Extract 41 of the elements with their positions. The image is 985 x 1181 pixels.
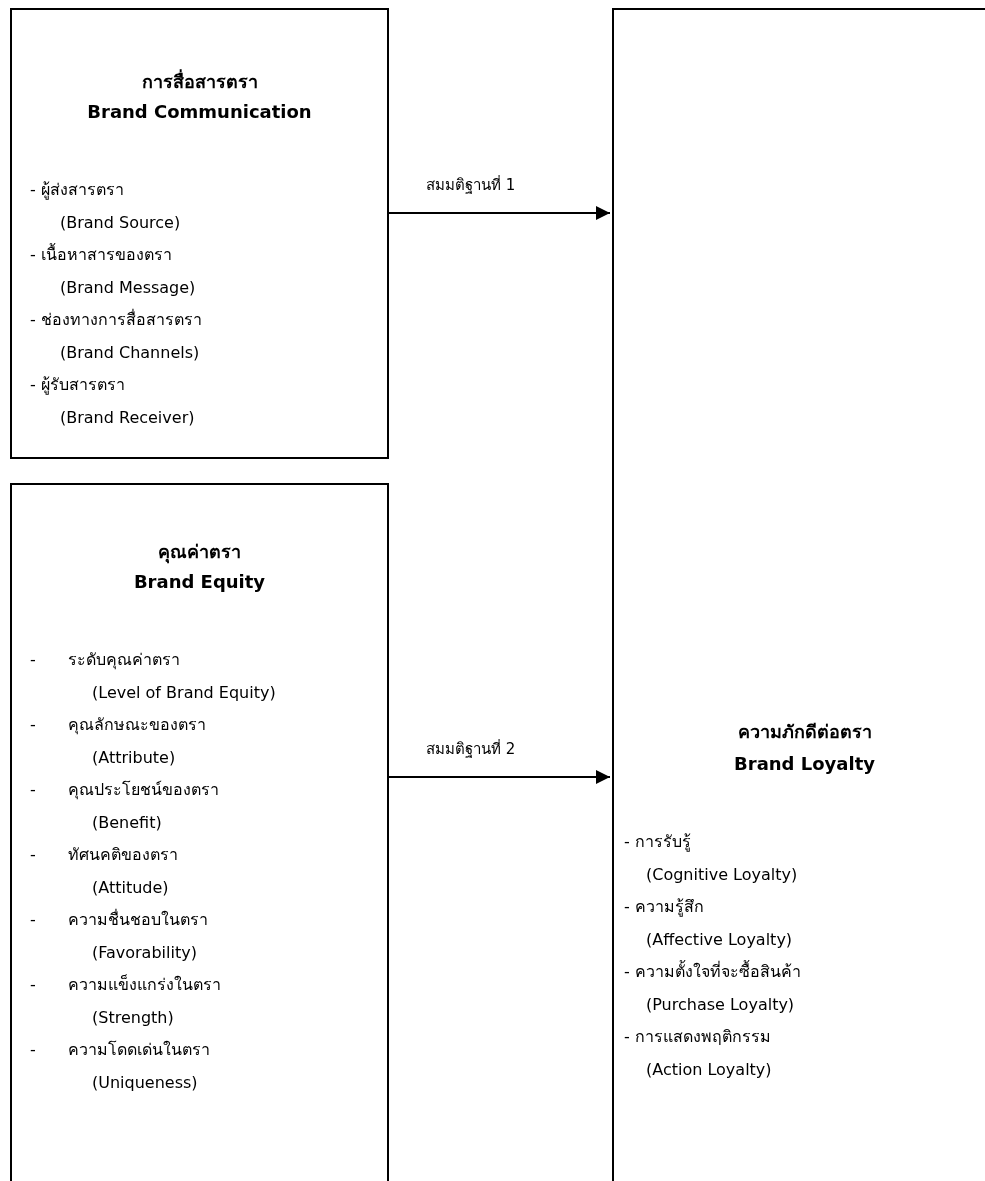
item-label: - ความรู้สึก <box>624 896 704 919</box>
item-english-label: (Level of Brand Equity) <box>92 681 276 704</box>
item-label: - การแสดงพฤติกรรม <box>624 1026 771 1048</box>
box-heading: คุณค่าตรา <box>157 540 242 564</box>
item-english-label: (Attribute) <box>92 746 176 769</box>
box-heading: การสื่อสารตรา <box>140 70 259 94</box>
item-english-label: (Brand Channels) <box>60 341 200 364</box>
item-english-label: (Cognitive Loyalty) <box>646 863 798 886</box>
box-heading: Brand Communication <box>86 100 313 124</box>
item-english-label: (Purchase Loyalty) <box>646 993 795 1016</box>
item-english-label: (Benefit) <box>92 811 162 834</box>
item-label: - ผู้ส่งสารตรา <box>30 179 124 202</box>
item-label: - เนื้อหาสารของตรา <box>30 243 172 266</box>
item-english-label: (Attitude) <box>92 876 169 899</box>
item-english-label: (Favorability) <box>92 941 197 964</box>
item-english-label: (Brand Receiver) <box>60 406 195 429</box>
concept-box <box>612 8 985 1181</box>
item-english-label: (Brand Source) <box>60 211 181 234</box>
box-heading: Brand Loyalty <box>733 752 876 776</box>
concept-box <box>10 8 389 459</box>
arrow <box>388 770 611 784</box>
item-english-label: (Uniqueness) <box>92 1071 198 1094</box>
item-label: - ความแข็งแกร่งในตรา <box>30 973 221 996</box>
item-english-label: (Affective Loyalty) <box>646 928 793 951</box>
item-label: - ทัศนคติของตรา <box>30 844 178 866</box>
item-label: - คุณลักษณะของตรา <box>30 714 206 737</box>
box-heading: ความภักดีต่อตรา <box>736 720 873 744</box>
item-english-label: (Strength) <box>92 1006 174 1029</box>
item-label: - ผู้รับสารตรา <box>30 374 125 397</box>
item-english-label: (Brand Message) <box>60 276 196 299</box>
item-english-label: (Action Loyalty) <box>646 1058 772 1081</box>
item-label: - ความโดดเด่นในตรา <box>30 1039 210 1061</box>
item-label: - คุณประโยชน์ของตรา <box>30 779 219 802</box>
item-label: - ช่องทางการสื่อสารตรา <box>30 308 202 331</box>
arrow <box>388 206 611 220</box>
item-label: - ความชื่นชอบในตรา <box>30 908 208 931</box>
box-heading: Brand Equity <box>132 570 267 594</box>
concept-box <box>10 483 389 1181</box>
item-label: - ระดับคุณค่าตรา <box>30 649 180 672</box>
item-label: - ความตั้งใจที่จะซื้อสินค้า <box>624 960 801 983</box>
item-label: - การรับรู้ <box>624 831 691 854</box>
